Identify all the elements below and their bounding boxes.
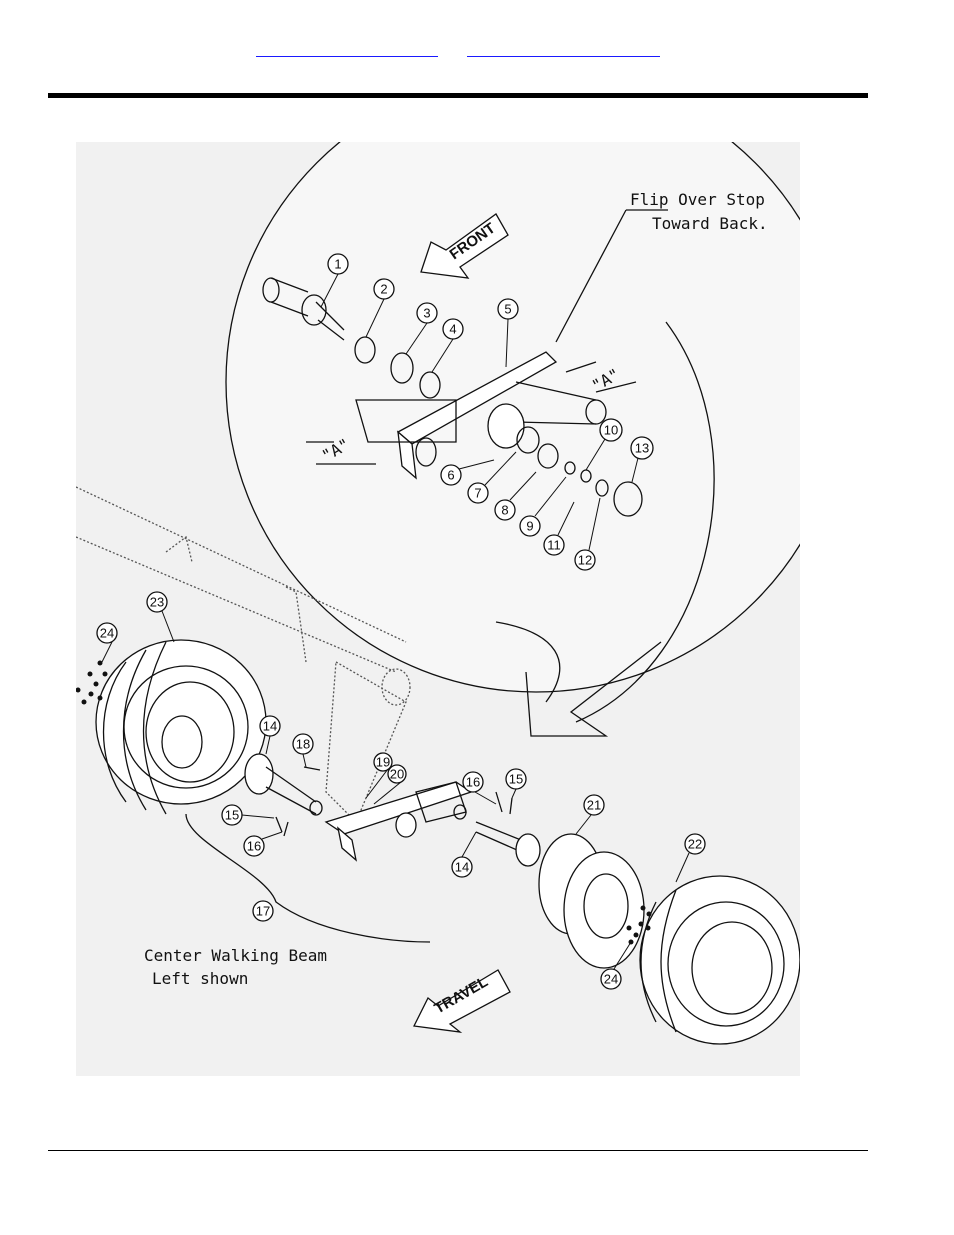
callout-13: 13 xyxy=(635,441,649,456)
dust-cap-part xyxy=(613,481,643,517)
callout-15-right: 15 xyxy=(509,772,523,787)
washer-part xyxy=(564,461,576,475)
callout-11: 11 xyxy=(547,538,561,553)
flip-leader-diag xyxy=(555,209,627,343)
lug-nuts-left xyxy=(76,660,108,705)
callout-17: 17 xyxy=(256,904,270,919)
pin-right xyxy=(495,791,513,815)
callout-16-right: 16 xyxy=(466,775,480,790)
right-hub xyxy=(475,821,541,867)
callout-21: 21 xyxy=(587,798,601,813)
callout-9: 9 xyxy=(526,519,533,534)
rim xyxy=(538,833,645,969)
frame-tube xyxy=(76,486,411,824)
callout-2: 2 xyxy=(380,282,387,297)
callout-3: 3 xyxy=(423,306,430,321)
seal-part xyxy=(354,336,376,364)
beam-part xyxy=(355,351,607,480)
callout-24-left: 24 xyxy=(100,626,114,641)
front-arrow xyxy=(420,213,509,279)
callout-16-left: 16 xyxy=(247,839,261,854)
callout-10: 10 xyxy=(604,423,618,438)
header-rule xyxy=(48,93,868,98)
callout-leaders xyxy=(101,273,690,970)
callout-1: 1 xyxy=(334,257,341,272)
footer-rule xyxy=(48,1150,868,1151)
callout-23: 23 xyxy=(150,595,164,610)
note-flip-line2: Toward Back. xyxy=(652,214,768,233)
callout-14-left: 14 xyxy=(263,719,277,734)
callout-15-left: 15 xyxy=(225,808,239,823)
callout-5: 5 xyxy=(504,302,511,317)
callouts xyxy=(96,253,706,990)
callout-18: 18 xyxy=(296,737,310,752)
dim-line-a-right xyxy=(565,361,637,393)
note-beam-line2: Left shown xyxy=(152,969,248,988)
left-tire xyxy=(95,639,267,815)
callout-20: 20 xyxy=(390,767,404,782)
dim-line-a-left xyxy=(306,441,376,465)
note-beam-line1: Center Walking Beam xyxy=(144,946,327,965)
center-beam xyxy=(324,781,473,862)
pin-left xyxy=(275,816,289,837)
diagram-svg: 1 2 3 4 5 6 7 8 9 10 11 12 13 14 14 15 1… xyxy=(76,142,800,1045)
detail-leader-curve-2 xyxy=(495,621,561,703)
bolt-18 xyxy=(303,766,321,771)
callout-4: 4 xyxy=(449,322,456,337)
callout-24-right: 24 xyxy=(604,972,618,987)
header-link-left[interactable] xyxy=(256,40,438,57)
bearing-part-2 xyxy=(537,443,559,469)
left-hub xyxy=(244,753,323,816)
big-arrow-outline xyxy=(525,641,662,737)
callout-12: 12 xyxy=(578,553,592,568)
right-tire xyxy=(639,875,800,1045)
callout-8: 8 xyxy=(501,503,508,518)
cup-part-2 xyxy=(516,426,540,454)
header-link-right[interactable] xyxy=(467,40,660,57)
callout-19: 19 xyxy=(376,755,390,770)
nut-part xyxy=(595,479,609,497)
callout-22: 22 xyxy=(688,837,702,852)
cup-part xyxy=(419,371,441,399)
note-flip-line1: Flip Over Stop xyxy=(630,190,765,209)
callout-6: 6 xyxy=(447,468,454,483)
parts-diagram: 1 2 3 4 5 6 7 8 9 10 11 12 13 14 14 15 1… xyxy=(76,142,800,1076)
callout-7: 7 xyxy=(474,486,481,501)
travel-arrow xyxy=(413,969,511,1033)
bearing-part xyxy=(390,352,414,384)
callout-14-right: 14 xyxy=(455,860,469,875)
beam-note-leader xyxy=(185,813,431,943)
detail-leader-curve xyxy=(575,321,715,723)
